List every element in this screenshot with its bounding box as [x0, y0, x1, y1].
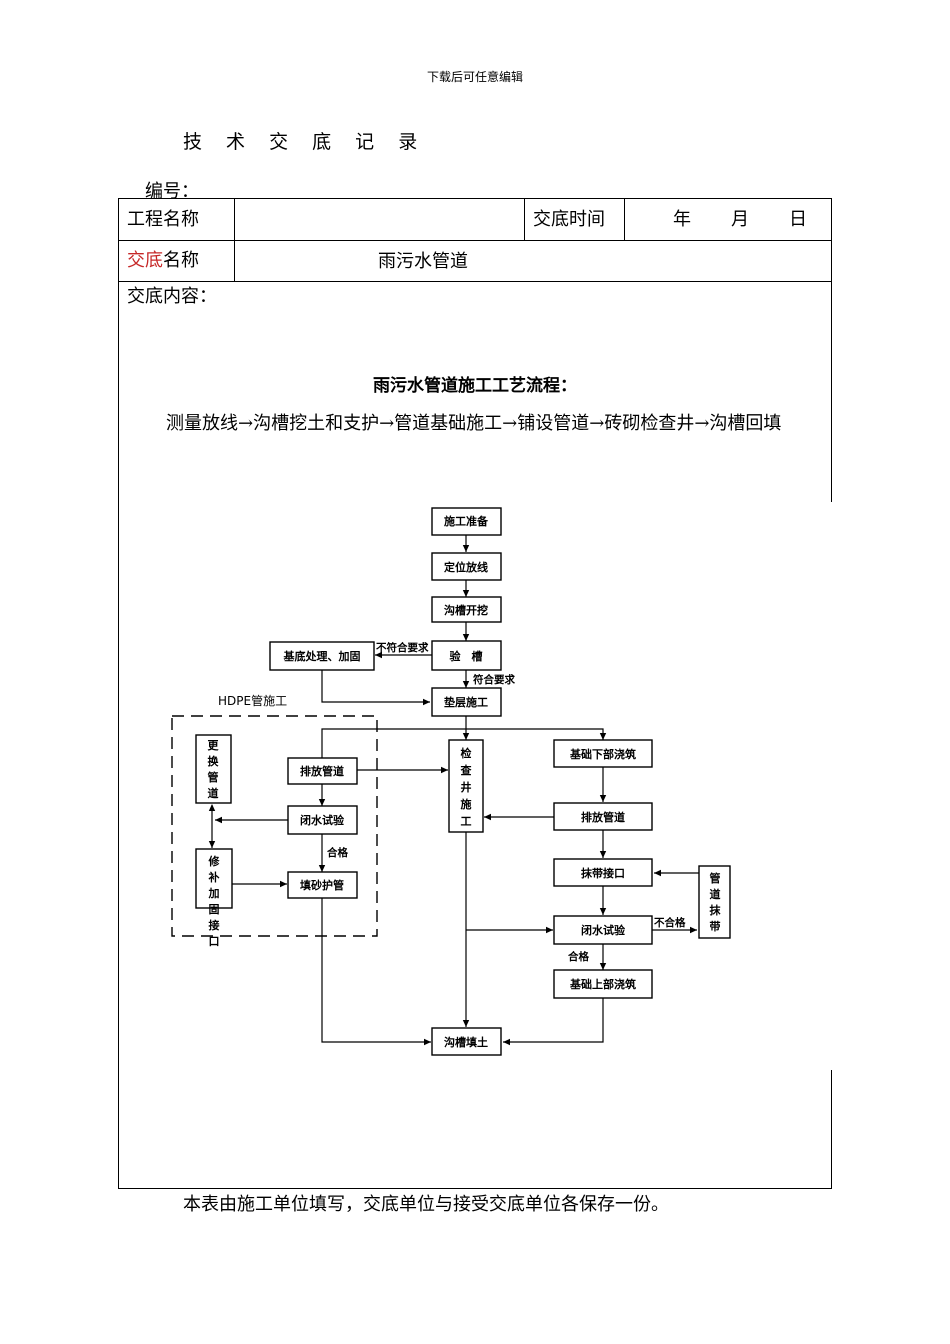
node-closed-water-left: 闭水试验	[287, 805, 358, 835]
month-label: 月	[731, 209, 749, 230]
node-sand-protect: 填砂护管	[287, 871, 358, 899]
flow-steps-text: 测量放线→沟槽挖土和支护→管道基础施工→铺设管道→砖砌检查井→沟槽回填	[166, 413, 782, 434]
footer-note: 本表由施工单位填写，交底单位与接受交底单位各保存一份。	[183, 1194, 669, 1215]
node-cushion: 垫层施工	[431, 687, 502, 717]
node-found-lower-label: 基础下部浇筑	[569, 747, 636, 761]
flow-connectors	[208, 535, 699, 1046]
node-setout-label: 定位放线	[444, 560, 488, 574]
node-band-joint: 抹带接口	[553, 858, 653, 887]
label-qualified-left: 合格	[326, 846, 348, 859]
node-backfill-label: 沟槽填土	[444, 1035, 488, 1049]
node-band-joint-label: 抹带接口	[581, 866, 625, 880]
node-inspect: 验 槽	[431, 640, 502, 671]
node-cushion-label: 垫层施工	[444, 695, 488, 709]
node-found-upper-label: 基础上部浇筑	[569, 977, 636, 991]
label-meet: 符合要求	[473, 673, 515, 686]
node-repair: 修补加固接口	[195, 848, 233, 948]
topic-label-rest: 名称	[163, 250, 199, 271]
document-title: 技 术 交 底 记 录	[183, 131, 427, 153]
node-base-treat: 基底处理、加固	[269, 641, 375, 671]
node-prep-label: 施工准备	[444, 514, 489, 528]
serial-number-label: 编号：	[145, 181, 199, 202]
node-well-label: 检查井施工	[461, 746, 472, 828]
node-place-pipe-right: 排放管道	[553, 802, 653, 831]
node-closed-water-right: 闭水试验	[553, 915, 653, 945]
handover-time-label: 交底时间	[533, 209, 605, 230]
label-qualified-right: 合格	[567, 950, 589, 963]
topic-label: 交底名称	[127, 250, 199, 272]
project-name-label: 工程名称	[127, 209, 199, 230]
node-well: 检查井施工	[448, 739, 484, 833]
node-closed-water-right-label: 闭水试验	[581, 923, 626, 937]
topic-label-highlight: 交底	[127, 250, 163, 271]
node-setout: 定位放线	[431, 552, 502, 581]
node-found-upper: 基础上部浇筑	[553, 969, 653, 999]
node-place-pipe-left: 排放管道	[287, 757, 358, 785]
label-not-qualified: 不合格	[654, 916, 686, 929]
node-inspect-label: 验 槽	[450, 649, 483, 663]
node-excavate: 沟槽开挖	[431, 596, 502, 623]
year-label: 年	[673, 209, 691, 230]
node-closed-water-left-label: 闭水试验	[300, 813, 345, 827]
node-excavate-label: 沟槽开挖	[444, 603, 488, 617]
node-base-treat-label: 基底处理、加固	[283, 649, 361, 663]
node-replace-label: 更换管道	[208, 739, 220, 800]
node-pipe-band-label: 管道抹带	[710, 871, 722, 933]
node-place-pipe-right-label: 排放管道	[581, 810, 625, 824]
node-found-lower: 基础下部浇筑	[553, 739, 653, 768]
node-replace: 更换管道	[195, 734, 232, 804]
topic-value: 雨污水管道	[378, 251, 468, 272]
node-sand-protect-label: 填砂护管	[300, 878, 344, 892]
flow-title: 雨污水管道施工工艺流程：	[373, 376, 577, 396]
node-repair-label: 修补加固接口	[208, 854, 221, 948]
day-label: 日	[789, 209, 807, 230]
hdpe-group-label: HDPE管施工	[218, 693, 287, 708]
node-prep: 施工准备	[431, 507, 502, 536]
node-pipe-band: 管道抹带	[698, 865, 731, 939]
content-label: 交底内容：	[127, 286, 217, 307]
label-not-meet: 不符合要求	[376, 641, 429, 654]
header-note: 下载后可任意编辑	[426, 70, 523, 84]
hdpe-group-frame	[171, 715, 378, 937]
node-backfill: 沟槽填土	[431, 1027, 502, 1056]
node-place-pipe-left-label: 排放管道	[300, 764, 344, 778]
